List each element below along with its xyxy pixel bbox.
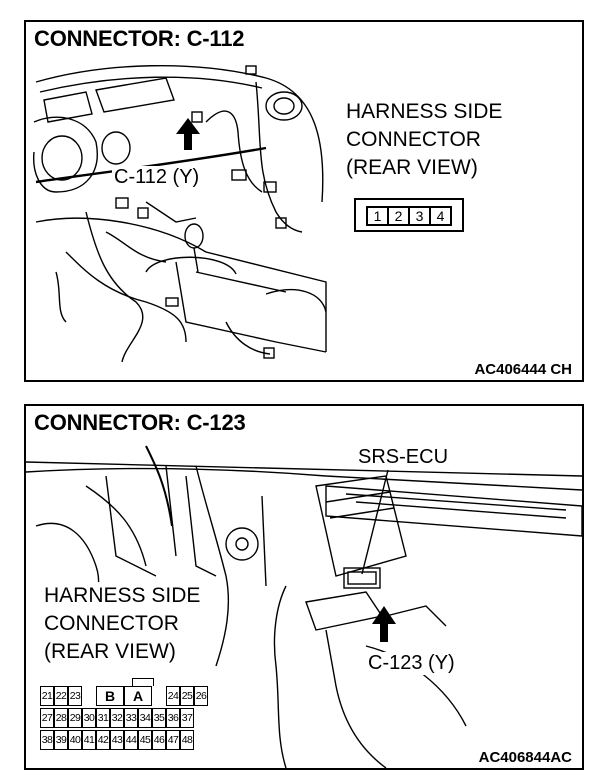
pin: 23 — [68, 686, 82, 706]
pin: 42 — [96, 730, 110, 750]
note-line: HARNESS SIDE — [44, 584, 201, 607]
pin: 22 — [54, 686, 68, 706]
pin: 28 — [54, 708, 68, 728]
pin: 48 — [180, 730, 194, 750]
pin: 3 — [410, 208, 431, 224]
arrow-icon — [372, 606, 396, 642]
pin: 44 — [124, 730, 138, 750]
connector-c112-panel: CONNECTOR: C-112 HARNESS SIDE CONNECTOR … — [24, 20, 584, 382]
pin: 25 — [180, 686, 194, 706]
pin: 1 — [368, 208, 389, 224]
pin: 4 — [436, 208, 445, 224]
pin: 36 — [166, 708, 180, 728]
figure-code: AC406844AC — [476, 749, 574, 766]
connector-latch — [132, 678, 154, 686]
note-line: HARNESS SIDE — [346, 100, 503, 123]
pin: 40 — [68, 730, 82, 750]
pin: 24 — [166, 686, 180, 706]
pin: 29 — [68, 708, 82, 728]
arrow-icon — [176, 118, 200, 150]
pin: 34 — [138, 708, 152, 728]
pin: 45 — [138, 730, 152, 750]
pin: 37 — [180, 708, 194, 728]
note-line: (REAR VIEW) — [44, 640, 176, 663]
note-line: (REAR VIEW) — [346, 156, 478, 179]
pin: 35 — [152, 708, 166, 728]
figure-code: AC406444 CH — [472, 361, 574, 378]
harness-side-note: HARNESS SIDE CONNECTOR (REAR VIEW) — [44, 582, 201, 666]
pin: 33 — [124, 708, 138, 728]
pin: 21 — [40, 686, 54, 706]
srs-ecu-label: SRS-ECU — [356, 446, 451, 469]
connector-callout: C-123 (Y) — [366, 652, 457, 675]
pin: 32 — [110, 708, 124, 728]
panel-title: CONNECTOR: C-112 — [34, 26, 249, 52]
pin: 31 — [96, 708, 110, 728]
pin: 26 — [194, 686, 208, 706]
connector-c123-panel: CONNECTOR: C-123 SRS-ECU HARNESS SIDE CO… — [24, 404, 584, 770]
floor-console-illustration — [26, 445, 582, 768]
key-a: A — [124, 686, 152, 706]
pin: 47 — [166, 730, 180, 750]
note-line: CONNECTOR — [44, 612, 179, 635]
pin: 41 — [82, 730, 96, 750]
pin: 43 — [110, 730, 124, 750]
harness-side-note: HARNESS SIDE CONNECTOR (REAR VIEW) — [346, 98, 503, 182]
connector-callout: C-112 (Y) — [112, 166, 202, 189]
pin: 27 — [40, 708, 54, 728]
pin: 2 — [389, 208, 410, 224]
dashboard-illustration — [33, 64, 327, 363]
pin: 46 — [152, 730, 166, 750]
connector-c112-face: 1 2 3 4 — [354, 198, 464, 232]
pin: 30 — [82, 708, 96, 728]
connector-c123-face: 21 22 23 B A 24 25 26 27 28 29 30 31 32 … — [40, 678, 254, 758]
pin: 38 — [40, 730, 54, 750]
key-b: B — [96, 686, 124, 706]
panel-title: CONNECTOR: C-123 — [34, 410, 250, 436]
note-line: CONNECTOR — [346, 128, 481, 151]
pin: 39 — [54, 730, 68, 750]
